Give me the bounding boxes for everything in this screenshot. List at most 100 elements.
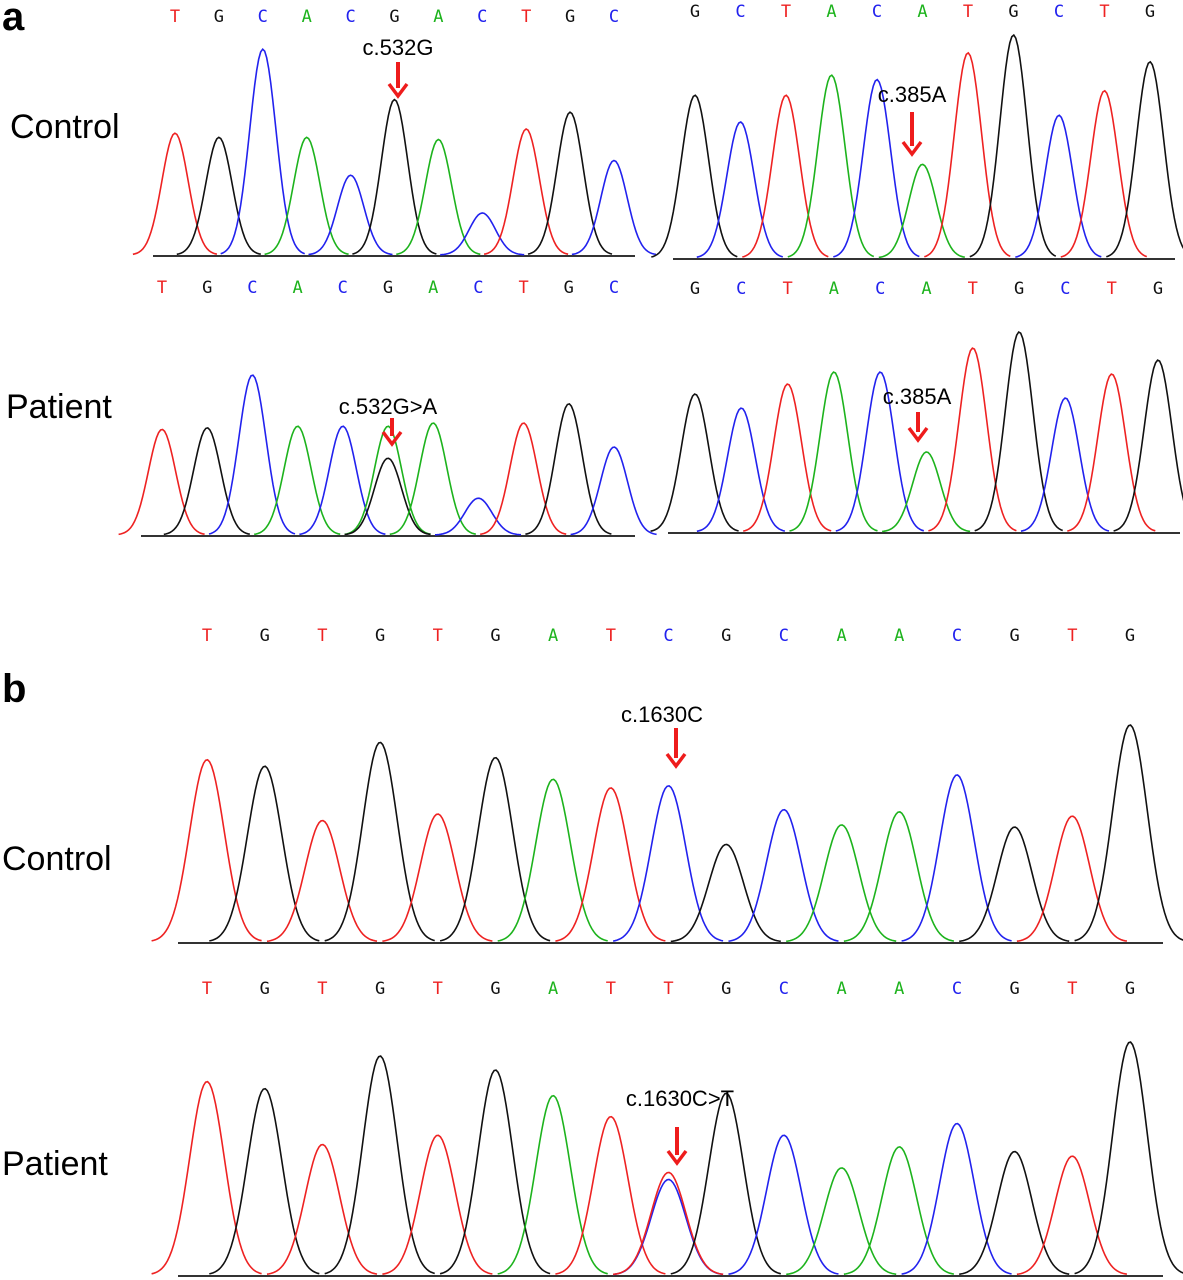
base-call-C: C <box>779 979 789 999</box>
arrow-head-icon <box>666 1149 688 1166</box>
peak-G <box>209 1087 320 1275</box>
base-call-A: A <box>917 2 927 22</box>
peak-C <box>440 212 525 256</box>
base-call-C: C <box>779 626 789 646</box>
base-call-T: T <box>202 979 212 999</box>
peak-C <box>696 121 784 258</box>
peak-T <box>151 1080 262 1275</box>
base-call-T: T <box>1067 979 1077 999</box>
base-call-A: A <box>836 979 846 999</box>
peak-C <box>434 497 522 536</box>
peak-T <box>132 132 218 256</box>
peak-G <box>176 136 261 256</box>
base-call-A: A <box>921 279 931 299</box>
base-call-G: G <box>260 979 270 999</box>
peak-G <box>959 1150 1070 1276</box>
peak-A <box>843 811 955 942</box>
peak-C <box>833 78 920 258</box>
base-call-A: A <box>826 2 836 22</box>
base-call-G: G <box>1008 2 1018 22</box>
peak-C <box>1015 114 1102 258</box>
base-call-G: G <box>1145 2 1155 22</box>
peak-C <box>901 1122 1012 1275</box>
base-call-A: A <box>894 979 904 999</box>
peak-T <box>1060 89 1148 258</box>
peak-T <box>382 1134 493 1275</box>
peak-T <box>118 428 205 536</box>
mutation-label: c.532G>A <box>339 394 438 419</box>
peak-T <box>382 813 493 942</box>
base-call-T: T <box>963 2 973 22</box>
base-call-T: T <box>518 278 528 298</box>
peak-G <box>1106 60 1183 258</box>
base-call-C: C <box>735 2 745 22</box>
peak-T <box>1016 1155 1128 1276</box>
peak-C <box>613 1178 724 1276</box>
mutation-label: c.1630C>T <box>626 1086 734 1111</box>
base-call-C: C <box>247 278 257 298</box>
base-call-T: T <box>663 979 673 999</box>
peak-G <box>651 94 738 258</box>
peak-T <box>742 94 829 258</box>
base-call-C: C <box>477 7 487 27</box>
peak-T <box>743 383 832 532</box>
peak-G <box>527 111 613 255</box>
peak-G <box>352 98 437 255</box>
peak-G <box>324 1055 435 1275</box>
panel-label-b: b <box>2 667 26 711</box>
peak-G <box>1074 724 1183 942</box>
base-call-G: G <box>214 7 224 27</box>
peak-T <box>266 1143 378 1275</box>
peak-A <box>786 1167 897 1276</box>
base-call-G: G <box>690 279 700 299</box>
base-call-G: G <box>721 626 731 646</box>
base-call-G: G <box>721 979 731 999</box>
base-call-T: T <box>1099 2 1109 22</box>
peak-A <box>264 136 349 256</box>
peak-G <box>670 843 781 943</box>
base-call-G: G <box>564 278 574 298</box>
base-call-C: C <box>875 279 885 299</box>
base-call-T: T <box>781 2 791 22</box>
peak-T <box>924 51 1011 258</box>
base-call-C: C <box>736 279 746 299</box>
peak-T <box>612 1171 724 1276</box>
arrow-head-icon <box>665 752 687 769</box>
peak-C <box>570 446 657 536</box>
base-call-A: A <box>836 626 846 646</box>
mutation-label: c.1630C <box>621 702 703 727</box>
base-call-T: T <box>317 979 327 999</box>
base-call-G: G <box>490 626 500 646</box>
peak-G <box>163 427 250 536</box>
peak-G <box>650 393 739 532</box>
base-call-C: C <box>609 7 619 27</box>
peak-C <box>901 774 1012 942</box>
base-call-C: C <box>338 278 348 298</box>
peak-A <box>254 425 341 536</box>
base-call-G: G <box>1125 979 1135 999</box>
arrow-head-icon <box>907 426 929 443</box>
peak-G <box>344 457 431 536</box>
peak-T <box>928 347 1017 532</box>
peak-T <box>1067 373 1156 532</box>
base-call-A: A <box>548 979 558 999</box>
base-call-A: A <box>548 626 558 646</box>
peak-G <box>324 741 435 942</box>
base-call-A: A <box>433 7 443 27</box>
peak-T <box>555 1115 666 1275</box>
peak-A <box>843 1146 955 1275</box>
peak-G <box>209 765 320 942</box>
base-call-G: G <box>375 979 385 999</box>
peak-G <box>525 402 612 535</box>
peak-G <box>1113 359 1183 532</box>
base-call-A: A <box>302 7 312 27</box>
peak-G <box>670 1092 782 1275</box>
base-call-T: T <box>202 626 212 646</box>
peak-C <box>835 371 925 532</box>
base-call-G: G <box>565 7 575 27</box>
base-call-T: T <box>1107 279 1117 299</box>
